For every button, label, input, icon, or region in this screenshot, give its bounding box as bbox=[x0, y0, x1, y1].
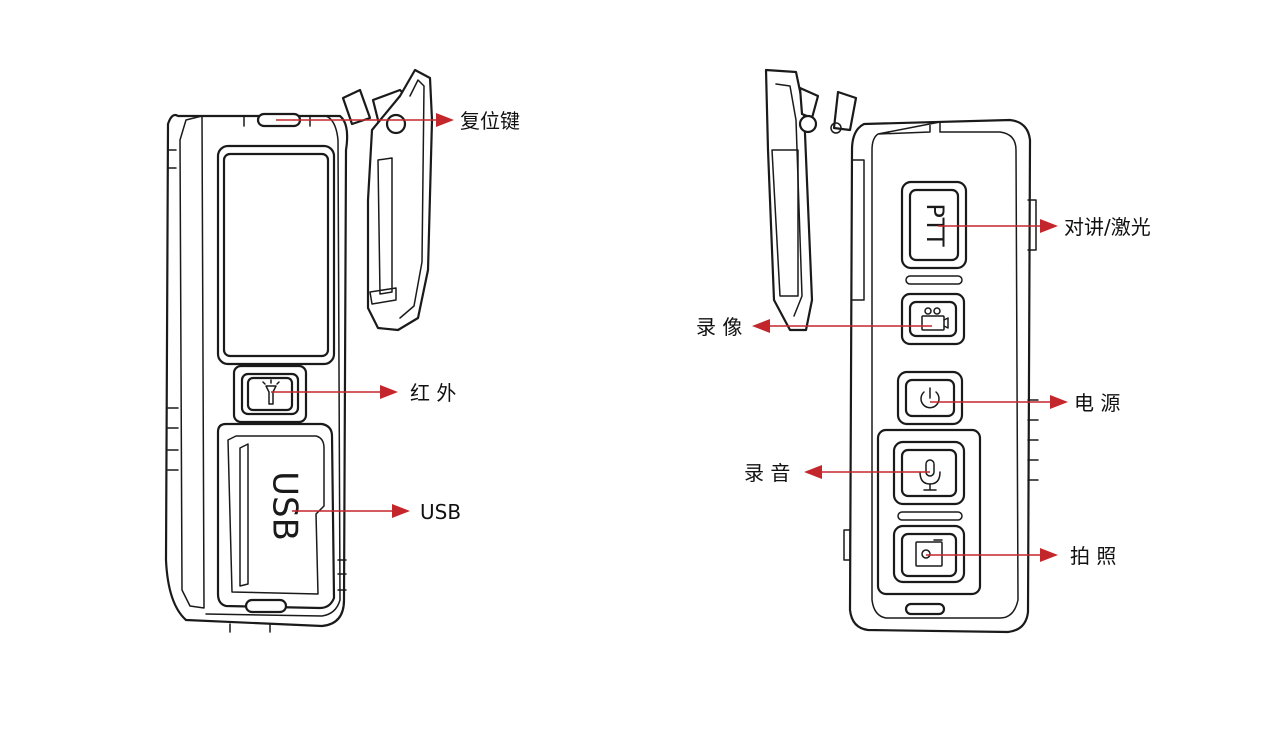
left-device: USB bbox=[164, 68, 434, 633]
power-button bbox=[896, 370, 964, 426]
video-button bbox=[900, 292, 966, 346]
usb-callout: USB bbox=[292, 500, 461, 524]
power-icon bbox=[920, 387, 940, 409]
left-screen bbox=[222, 152, 330, 358]
photo-button bbox=[892, 524, 966, 584]
flashlight-icon bbox=[262, 379, 280, 405]
ptt-callout: 对讲/激光 bbox=[938, 215, 1151, 239]
reset-label: 复位键 bbox=[460, 109, 520, 133]
callouts: 复位键 红 外 USB 对讲/激光 录 像 电 源 bbox=[271, 109, 1151, 568]
left-belt-clip bbox=[341, 68, 434, 332]
audio-label: 录 音 bbox=[744, 461, 790, 485]
ptt-marking: PTT bbox=[921, 203, 949, 247]
usb-port-marking: USB bbox=[265, 471, 305, 541]
left-bottom-slot bbox=[244, 598, 288, 614]
video-label: 录 像 bbox=[696, 315, 742, 339]
photo-label: 拍 照 bbox=[1070, 544, 1116, 568]
right-device: PTT bbox=[764, 68, 1039, 634]
power-callout: 电 源 bbox=[930, 391, 1120, 415]
photo-callout: 拍 照 bbox=[926, 544, 1116, 568]
reset-callout: 复位键 bbox=[276, 109, 520, 133]
ptt-label: 对讲/激光 bbox=[1064, 215, 1151, 239]
camera-icon bbox=[915, 539, 943, 567]
audio-callout: 录 音 bbox=[744, 461, 930, 485]
ptt-button: PTT bbox=[900, 180, 968, 270]
infrared-button bbox=[232, 364, 308, 424]
infrared-callout: 红 外 bbox=[271, 381, 456, 405]
infrared-label: 红 外 bbox=[410, 381, 456, 405]
microphone-icon bbox=[919, 459, 941, 491]
video-callout: 录 像 bbox=[696, 315, 932, 339]
video-camera-icon bbox=[921, 307, 949, 331]
power-label: 电 源 bbox=[1074, 391, 1120, 415]
right-bottom-slot bbox=[904, 602, 946, 616]
right-belt-clip bbox=[764, 68, 858, 332]
usb-label: USB bbox=[420, 500, 461, 524]
audio-button bbox=[892, 440, 966, 506]
usb-cover: USB bbox=[216, 422, 336, 610]
